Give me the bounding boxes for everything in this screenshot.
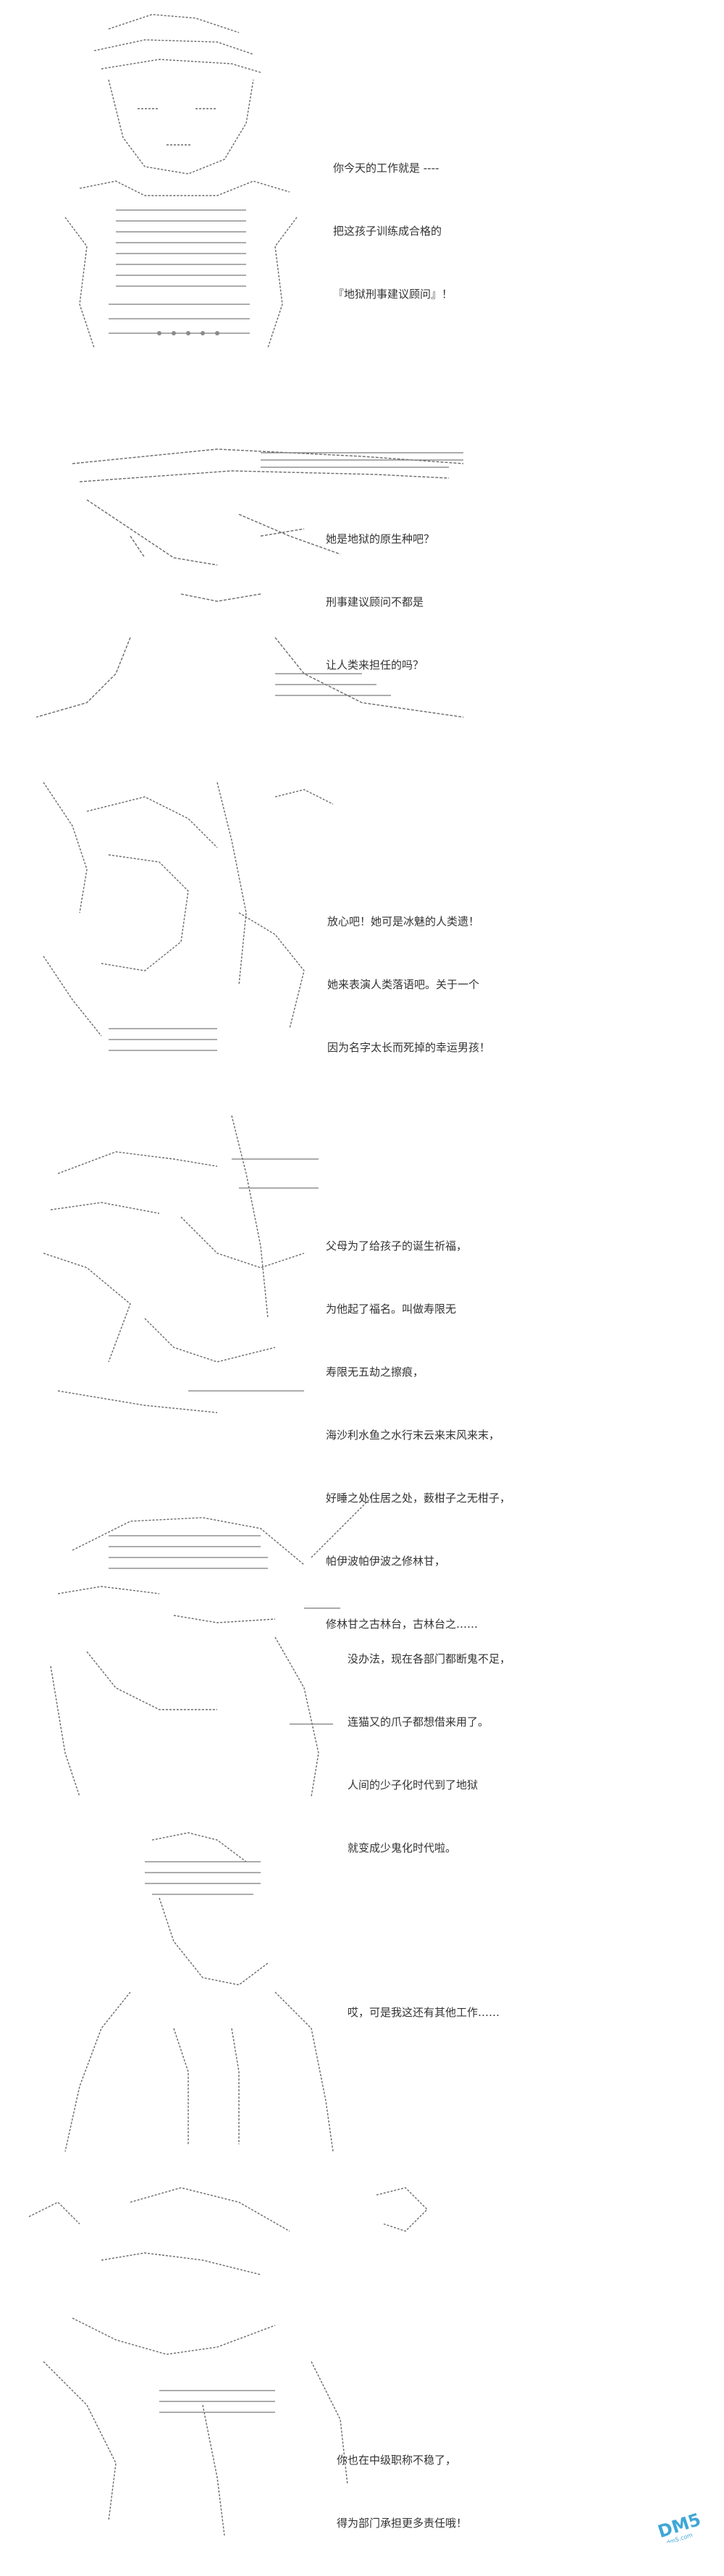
panel-6: 哎，可是我这还有其他工作…… [0,1811,724,2173]
dialogue-line: 她是地狱的原生种吧？ [326,532,435,545]
dialogue-text: 父母为了给孩子的诞生祈福， 为他起了福名。叫做寿限无 寿限无五劫之擦痕， 海沙利… [326,1194,510,1677]
dialogue-line: 父母为了给孩子的诞生祈福， [326,1239,468,1253]
ascii-art-child-and-spirits [43,782,334,1051]
site-logo-icon: DM5 dm5.com [655,2509,703,2543]
panel-3: 放心吧！她可是冰魅的人类遗！ 她来表演人类落语吧。关于一个 因为名字太长而死掉的… [0,724,724,1087]
dialogue-line: 得为部门承担更多责任哦！ [337,2517,468,2530]
ascii-art-tired-man [64,1832,334,2152]
ascii-art-boss-scolding [28,2187,428,2536]
dialogue-line: 没办法，现在各部门都断鬼不足， [348,1652,511,1665]
dialogue-line: 你今天的工作就是 ---- [333,162,439,175]
dialogue-text: 没办法，现在各部门都断鬼不足， 连猫又的爪子都想借来用了。 人间的少子化时代到了… [348,1607,510,1901]
dialogue-line: 你也在中级职称不稳了， [337,2454,457,2467]
dialogue-line: 为他起了福名。叫做寿限无 [326,1302,457,1316]
dialogue-line: 放心吧！她可是冰魅的人类遗！ [327,915,480,928]
panel-2: 她是地狱的原生种吧？ 刑事建议顾问不都是 让人类来担任的吗？ [0,362,724,724]
dialogue-line: 帕伊波帕伊波之修林甘， [326,1555,446,1568]
panel-5: 没办法，现在各部门都断鬼不足， 连猫又的爪子都想借来用了。 人间的少子化时代到了… [0,1449,724,1854]
dialogue-line: 让人类来担任的吗？ [326,658,424,672]
ascii-art-boss-with-child [64,14,298,348]
dialogue-line: 人间的少子化时代到了地狱 [348,1778,479,1791]
dialogue-line: 哎，可是我这还有其他工作…… [348,2006,500,2019]
dialogue-line: 寿限无五劫之擦痕， [326,1366,424,1379]
dialogue-line: 海沙利水鱼之水行末云来末风来末， [326,1429,500,1442]
dialogue-text: 你今天的工作就是 ---- 把这孩子训练成合格的 『地狱刑事建议顾问』！ [333,116,452,347]
ascii-art-warrior-with-sword [50,1492,377,1797]
ascii-art-rakugo-performer [43,1115,319,1413]
dialogue-line: 她来表演人类落语吧。关于一个 [327,978,480,991]
panel-7: 你也在中级职称不稳了， 得为部门承担更多责任哦！ DM5 dm5.com [0,2173,724,2547]
dialogue-line: 连猫又的爪子都想借来用了。 [348,1715,489,1728]
dialogue-line: 就变成少鬼化时代啦。 [348,1841,457,1854]
dialogue-line: 修林甘之古林台，古林台之…… [326,1618,479,1631]
dialogue-line: 刑事建议顾问不都是 [326,595,424,609]
panel-4: 父母为了给孩子的诞生祈福， 为他起了福名。叫做寿限无 寿限无五劫之擦痕， 海沙利… [0,1087,724,1631]
dialogue-text: 她是地狱的原生种吧？ 刑事建议顾问不都是 让人类来担任的吗？ [326,487,434,718]
panel-1: 你今天的工作就是 ---- 把这孩子训练成合格的 『地狱刑事建议顾问』！ [0,0,724,362]
dialogue-text: 哎，可是我这还有其他工作…… [348,1960,500,2065]
dialogue-line: 因为名字太长而死掉的幸运男孩！ [327,1041,491,1054]
dialogue-line: 把这孩子训练成合格的 [333,225,442,238]
dialogue-text: 放心吧！她可是冰魅的人类遗！ 她来表演人类落语吧。关于一个 因为名字太长而死掉的… [327,869,490,1100]
dialogue-text: 你也在中级职称不稳了， 得为部门承担更多责任哦！ [337,2408,467,2576]
ascii-art-figure-with-hat [35,448,464,718]
dialogue-line: 『地狱刑事建议顾问』！ [333,288,453,301]
dialogue-line: 好睡之处住居之处，薮柑子之无柑子， [326,1492,511,1505]
